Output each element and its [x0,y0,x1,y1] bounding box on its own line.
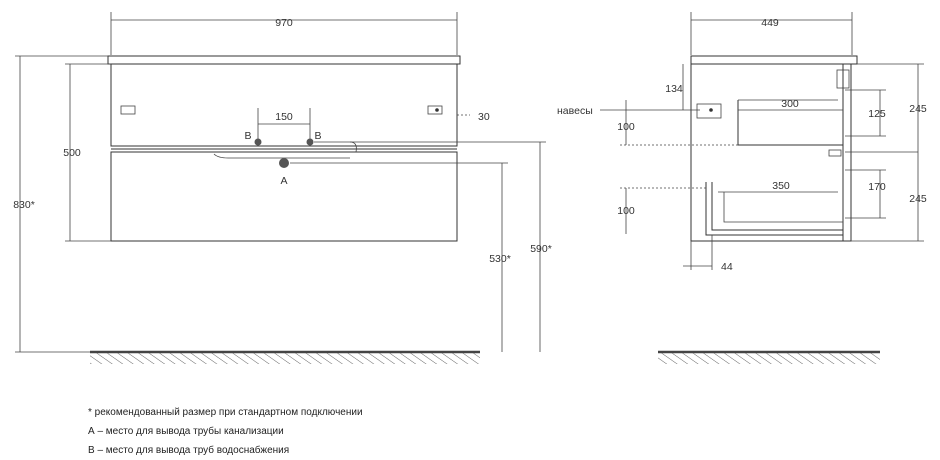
side-view: 449 навесы 134 300 125 100 350 [557,12,927,364]
point-a-label: A [280,175,287,187]
point-b-right-label: B [314,130,321,142]
floor-hatch-front [90,353,480,364]
note-water: В – место для вывода труб водоснабжения [88,445,290,456]
drain-pipe-point [279,158,289,168]
hinges-label: навесы [557,105,593,117]
side-handle-mid [828,149,842,157]
siphon-cutout [213,153,350,159]
upper-100-label: 100 [617,121,635,133]
front-lower-drawer [110,151,458,242]
water-height-label: 590* [530,243,552,255]
floor-hatch-side [658,353,880,364]
notes-block: * рекомендованный размер при стандартном… [88,403,363,460]
front-upper-drawer [110,63,458,147]
bottom-offset-label: 44 [721,261,733,273]
side-depth-label: 449 [761,17,779,29]
water-pipe-point-left [254,138,262,146]
front-width-label: 970 [275,17,293,29]
side-hinge [696,103,722,119]
total-height-label: 830* [13,199,35,211]
lower-drawer-frame [705,182,843,236]
note-drain: А – место для вывода трубы канализации [88,426,284,437]
lower-drawer-depth-label: 350 [772,180,790,192]
hinge-right [427,105,443,115]
front-view: 970 150 B B A 30 830* [13,12,552,364]
upper-drawer-depth-label: 300 [781,98,799,110]
drain-height-label: 530* [489,253,511,265]
lower-front-height-label: 245 [909,193,927,205]
lower-100-label: 100 [617,205,635,217]
body-height-label: 500 [63,147,81,159]
lower-drawer-height-label: 170 [868,181,886,193]
side-body [690,63,844,242]
hinge-left [120,105,136,115]
water-pipe-point-right [306,138,314,146]
point-b-left-label: B [244,130,251,142]
upper-front-height-label: 245 [909,103,927,115]
front-countertop [107,55,461,65]
side-front-panel [842,63,852,242]
side-countertop [690,55,858,65]
upper-drawer-height-label: 125 [868,108,886,120]
hinge-top-label: 134 [665,83,683,95]
pipe-spacing-label: 150 [275,111,293,123]
note-recommended: * рекомендованный размер при стандартном… [88,407,363,418]
hinge-offset-label: 30 [478,111,490,123]
side-handle-top [836,69,850,89]
